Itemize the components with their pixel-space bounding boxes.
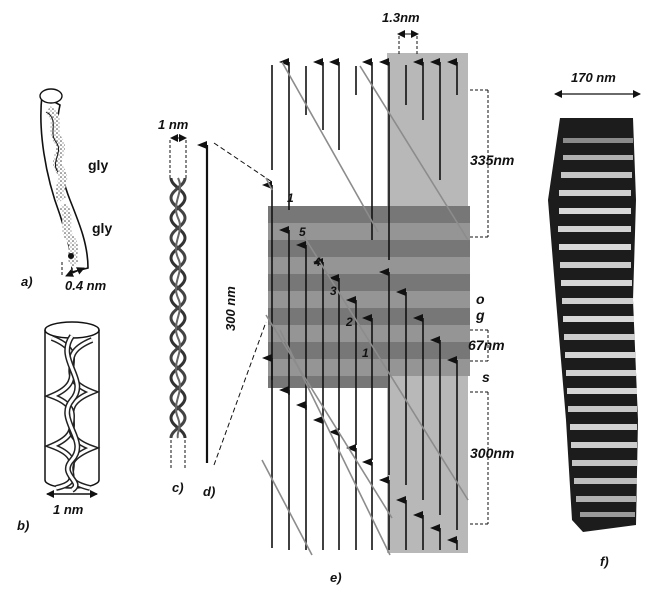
panel-e-label: e) <box>330 570 342 585</box>
band-s-label: s <box>482 369 490 385</box>
panel-c-width-label: 1 nm <box>158 117 189 132</box>
panel-b-label: b) <box>17 518 29 533</box>
panel-e-fibril-array: 1 5 4 3 2 1 1.3nm 335nm o g 67nm s 300n <box>261 10 514 585</box>
panel-f-label: f) <box>600 554 609 569</box>
panel-c-label: c) <box>172 480 184 495</box>
band-g-label: g <box>475 307 485 323</box>
panel-a-width-label: 0.4 nm <box>65 278 107 293</box>
panel-a-label: a) <box>21 274 33 289</box>
stagger-number: 4 <box>313 255 321 269</box>
period-dimensions <box>470 89 490 525</box>
panel-d-molecule-arrow: 300 nm d) <box>197 141 273 499</box>
stagger-number: 5 <box>299 225 306 239</box>
stagger-number: 1 <box>287 191 294 205</box>
stagger-number: 1 <box>362 346 369 360</box>
panel-f-fibril-micrograph: 170 nm f) <box>548 70 641 569</box>
stagger-number: 3 <box>330 284 337 298</box>
gly-top-label: gly <box>88 157 108 173</box>
panel-c-braided-molecule: 1 nm c) <box>158 117 189 495</box>
molecule-length-label: 300nm <box>470 445 514 461</box>
panel-f-width-label: 170 nm <box>571 70 616 85</box>
stagger-diagonals <box>261 61 469 556</box>
period-label: 67nm <box>468 337 505 353</box>
panel-b-width-label: 1 nm <box>53 502 84 517</box>
spacing-label: 1.3nm <box>382 10 420 25</box>
panel-d-length-label: 300 nm <box>223 286 238 331</box>
stagger-numbers: 1 5 4 3 2 1 <box>287 191 369 360</box>
panel-b-triple-helix: 1 nm b) <box>17 321 101 533</box>
panel-a-alpha-chain: gly gly 0.4 nm a) <box>21 88 112 293</box>
stagger-number: 2 <box>345 315 353 329</box>
fibril-micrograph-image <box>548 118 638 532</box>
band-o-label: o <box>476 291 485 307</box>
gly-bottom-label: gly <box>92 220 112 236</box>
panel-d-label: d) <box>203 484 215 499</box>
period-top-label: 335nm <box>470 152 514 168</box>
